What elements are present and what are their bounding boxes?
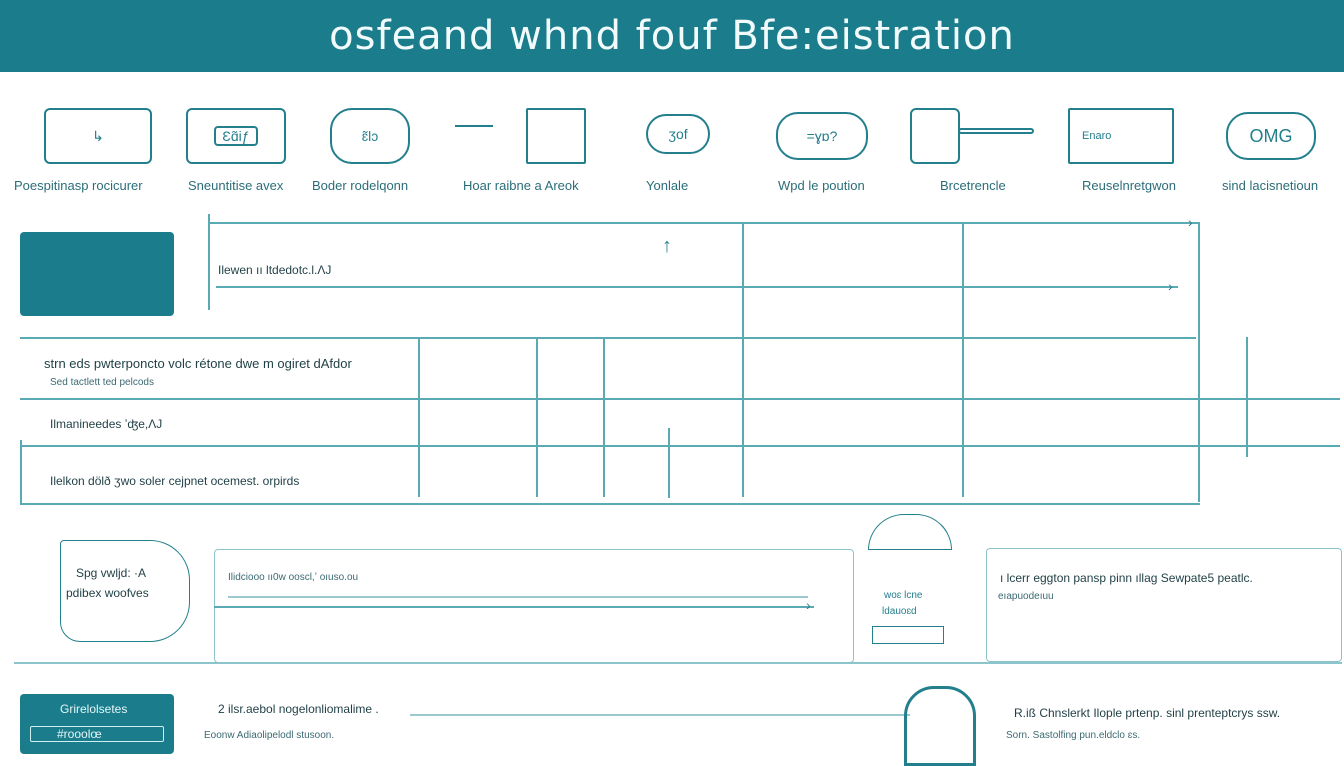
connector <box>668 428 670 498</box>
section-base <box>14 548 1342 664</box>
connector <box>536 337 538 497</box>
connector <box>1246 337 1248 457</box>
connector <box>742 222 744 497</box>
flow-line <box>20 445 1340 447</box>
badge-icon: OMG <box>1226 112 1316 160</box>
arrow-up-icon: ↑ <box>662 235 672 257</box>
cloud-bubble-icon: =ɣɒ? <box>776 112 868 160</box>
bottom-subtext: Eoonw Adiaolipelodl stusoon. <box>204 730 335 741</box>
hand-tool-icon <box>910 108 960 164</box>
divider <box>208 214 210 310</box>
flow-line <box>208 222 1198 224</box>
head-bubble <box>60 540 190 642</box>
dome-text: woɛ lcne <box>884 590 923 601</box>
flow-line <box>216 286 1178 288</box>
result-text: ı lcerr eggton pansp pinn ıllag Sewpate5… <box>1000 571 1253 585</box>
connector <box>1198 222 1200 502</box>
base-block <box>872 626 944 644</box>
registration-panel: Grirelolsetes #rooolœ <box>20 694 174 754</box>
row-label: Ilelkon dölð ʒwo soler cejpnet ocemest. … <box>50 474 300 488</box>
document-glyph: Enaro <box>1082 130 1112 142</box>
title-banner: osfeand whnd fouf Bfe:eistration <box>0 0 1344 72</box>
panel-button[interactable]: Grirelolsetes <box>60 702 128 716</box>
step-label: sind lacisnetioun <box>1222 178 1319 193</box>
bubble-text: Spg vwljd: ·A <box>76 566 147 580</box>
step-label: Yonlale <box>646 178 689 193</box>
clipboard-icon <box>526 108 586 164</box>
arrow-right-icon: › <box>1168 278 1173 294</box>
step-label: Hoar raibne a Areok <box>463 178 579 193</box>
step-label: Boder rodelqonn <box>312 178 409 193</box>
connector <box>962 222 964 497</box>
arrow-right-icon: › <box>1188 214 1193 230</box>
connector <box>418 337 420 497</box>
flow-line <box>214 606 814 608</box>
result-box <box>986 548 1342 662</box>
cloud-glyph: ɛ̃lɔ <box>361 128 379 144</box>
row-sublabel: Sed tactlett ted pelcods <box>50 377 154 388</box>
dome-text: ldauoɛd <box>882 606 917 617</box>
connector <box>603 337 605 497</box>
page-title: osfeand whnd fouf Bfe:eistration <box>329 13 1015 59</box>
dome-icon <box>868 514 952 550</box>
flow-line <box>20 503 1200 505</box>
step-label: Wpd le poution <box>778 178 865 193</box>
people-illustration <box>20 232 174 316</box>
step-label: Reuselnretgwon <box>1082 178 1176 193</box>
cloud-bubble-glyph: =ɣɒ? <box>806 128 838 144</box>
step-label: Sneuntitise avex <box>188 178 284 193</box>
person-outline-icon <box>904 686 976 766</box>
bottom-right-text: R.iß Chnslerkt Ilople prtenp. sinl prent… <box>1014 706 1281 720</box>
id-card-icon: Ɛɑ̃iƒ <box>186 108 286 164</box>
door-arrow-icon: ↳ <box>44 108 152 164</box>
row-label: Ilmanineedes ʼʤe,ɅJ <box>50 417 163 431</box>
bottom-text: 2 ilsr.aebol nogelonliomalime . <box>218 702 379 716</box>
row-label: Ilewen ıı ltdedotc.l.ɅJ <box>218 263 332 277</box>
bottom-right-subtext: Sorn. Sastolfing pun.eldclo ɛs. <box>1006 730 1141 741</box>
tag-icon: ʒof <box>646 114 710 154</box>
dotted-line <box>410 714 910 716</box>
flow-line <box>20 398 1340 400</box>
panel-button[interactable]: #rooolœ <box>30 726 164 742</box>
result-subtext: eıapuodeıuu <box>998 591 1054 602</box>
dotted-line <box>228 596 808 598</box>
tool-handle-icon <box>958 128 1034 134</box>
process-text: Ilidciooo ıı0w ooscl,ʼ oıuso.ou <box>228 572 359 583</box>
cloud-icon: ɛ̃lɔ <box>330 108 410 164</box>
bubble-text: pdibex woofves <box>66 586 149 600</box>
dash-icon <box>455 125 493 127</box>
divider <box>20 440 22 503</box>
document-icon: Enaro <box>1068 108 1174 164</box>
step-label: Brcetrencle <box>940 178 1006 193</box>
row-label: strn eds pwterponcto volc rétone dwe m o… <box>44 356 352 371</box>
tag-glyph: ʒof <box>668 126 688 142</box>
step-label: Poespitinasp rocicurer <box>14 178 143 193</box>
flow-line <box>20 337 1196 339</box>
id-card-glyph: Ɛɑ̃iƒ <box>214 126 258 146</box>
badge-glyph: OMG <box>1249 125 1293 146</box>
arrow-right-icon: › <box>806 597 811 613</box>
